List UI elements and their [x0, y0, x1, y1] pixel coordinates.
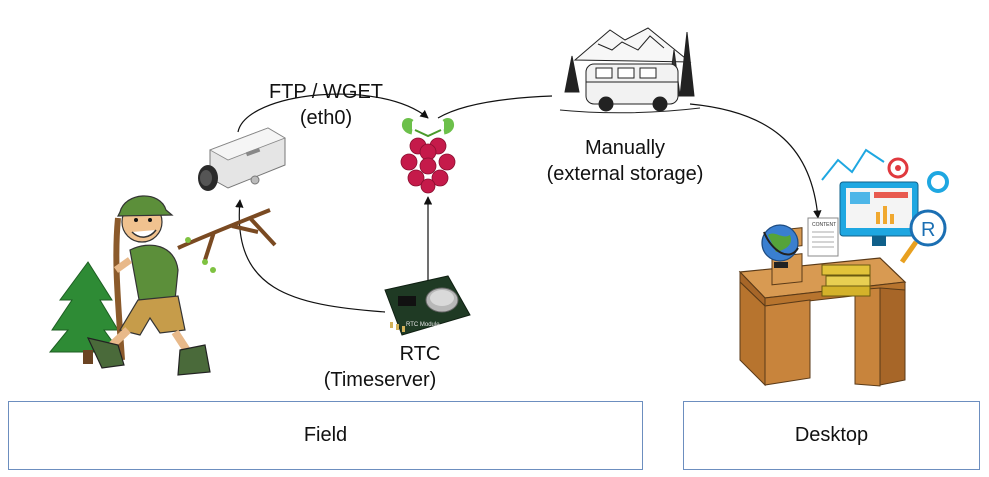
timeserver-label: (Timeserver)	[323, 369, 437, 391]
r-logo-text: R	[921, 219, 935, 241]
eth0-label: (eth0)	[299, 107, 353, 129]
camera-icon	[198, 127, 286, 191]
globe-icon	[761, 224, 799, 268]
magnifier-r-icon: R	[899, 209, 947, 264]
document-icon: CONTENT	[807, 217, 839, 257]
books-icon	[821, 264, 871, 297]
rtc-label: RTC	[399, 343, 441, 365]
arrow-rtc-to-camera	[235, 199, 386, 313]
rtc-module-text: RTC Module	[406, 322, 440, 328]
monitor-icon	[821, 148, 949, 246]
arrow-van-to-desktop	[689, 103, 822, 219]
manually-label: Manually	[584, 137, 666, 159]
van-mountain-icon	[559, 27, 701, 114]
rtc-module-icon: RTC Module	[384, 275, 471, 336]
external-storage-label: (external storage)	[546, 163, 704, 185]
raspberry-pi-icon	[400, 118, 456, 194]
hiker-icon	[48, 195, 277, 376]
desktop-region: Desktop	[683, 401, 980, 470]
field-label: Field	[303, 424, 348, 446]
field-region: Field	[8, 401, 643, 470]
arrow-camera-to-pi	[237, 93, 429, 133]
arrow-van-to-pi	[437, 95, 553, 119]
content-text: CONTENT	[812, 222, 836, 228]
desktop-label: Desktop	[794, 424, 869, 446]
arrows	[235, 93, 822, 313]
ftp-label: FTP / WGET	[268, 81, 384, 103]
